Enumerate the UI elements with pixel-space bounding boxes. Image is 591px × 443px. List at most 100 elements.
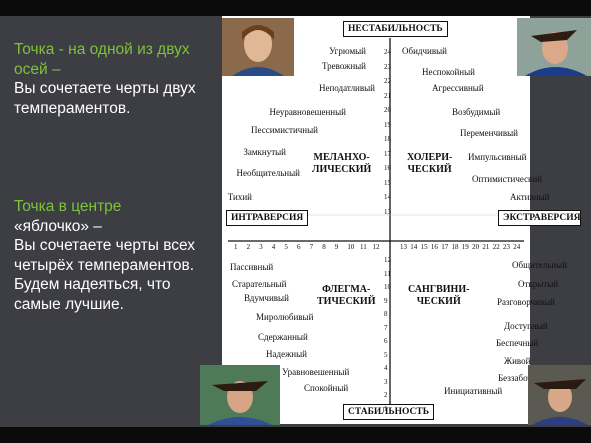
scale-number: 8 <box>322 243 326 251</box>
axis-label-instability: НЕСТАБИЛЬНОСТЬ <box>343 21 448 37</box>
trait: Уравновешенный <box>282 367 350 377</box>
scale-number: 17 <box>384 149 391 158</box>
scale-number: 16 <box>384 164 391 172</box>
scale-number: 15 <box>384 178 391 187</box>
scale-number: 5 <box>284 243 288 251</box>
scale-number: 18 <box>451 243 459 251</box>
scale-number: 6 <box>384 337 388 345</box>
scale-number: 11 <box>384 269 391 278</box>
scale-number: 19 <box>461 243 469 251</box>
trait: Общительный <box>512 260 568 270</box>
trait: Угрюмый <box>329 46 366 56</box>
scale-number: 5 <box>384 350 388 359</box>
axis-label-extraversion: ЭКСТРАВЕРСИЯ <box>498 210 582 226</box>
scale-number: 6 <box>297 243 301 251</box>
portrait-top-left <box>222 18 294 76</box>
quadrant-choleric: ХОЛЕРИ- ЧЕСКИЙ <box>407 152 453 175</box>
trait: Вдумчивый <box>244 293 289 303</box>
top-bar <box>0 0 591 16</box>
trait: Неспокойный <box>422 67 475 77</box>
scale-number: 18 <box>384 135 391 143</box>
scale-number: 14 <box>384 193 391 201</box>
center-point-heading: Точка в центре <box>14 198 122 215</box>
trait: Сдержанный <box>258 332 308 342</box>
scale-number: 7 <box>384 323 388 332</box>
trait: Миролюбивый <box>256 312 314 322</box>
trait: Обидчивый <box>402 46 447 56</box>
center-point-text: Вы сочетаете черты всех четырёх темперам… <box>14 237 196 313</box>
portrait-bottom-left <box>200 365 280 425</box>
scale-number: 21 <box>384 91 391 100</box>
scale-number: 4 <box>384 364 388 372</box>
scale-number: 9 <box>334 243 339 251</box>
trait: Оптимистический <box>472 174 543 184</box>
scale-number: 13 <box>384 207 391 216</box>
trait: Тихий <box>227 192 252 202</box>
trait: Разговорчивый <box>497 297 555 307</box>
scale-number: 21 <box>482 243 490 251</box>
scale-number: 1 <box>384 404 388 413</box>
trait: Возбудимый <box>452 107 501 117</box>
quadrant-phlegmatic: ФЛЕГМА- ТИЧЕСКИЙ <box>317 284 376 307</box>
trait: Активный <box>510 192 550 202</box>
scale-number: 22 <box>492 243 500 251</box>
trait: Неуравновешенный <box>269 107 346 117</box>
scale-number: 10 <box>384 283 391 291</box>
trait: Импульсивный <box>468 152 527 162</box>
trait: Необщительный <box>236 168 300 178</box>
trait: Пассивный <box>230 262 274 272</box>
axis-point-text: Вы сочетаете черты двух темпераментов. <box>14 80 196 117</box>
scale-number: 20 <box>472 243 480 251</box>
paragraph-axis: Точка - на одной из двух осей – Вы сочет… <box>14 40 214 118</box>
scale-number: 23 <box>503 243 510 251</box>
scale-number: 4 <box>271 243 276 251</box>
scale-number: 11 <box>360 243 367 251</box>
axis-label-stability: СТАБИЛЬНОСТЬ <box>343 404 434 420</box>
trait: Беспечный <box>496 338 539 348</box>
scale-number: 8 <box>384 310 388 318</box>
scale-number: 15 <box>420 243 428 251</box>
trait: Надежный <box>266 349 307 359</box>
left-text-block: Точка - на одной из двух осей – Вы сочет… <box>14 40 214 313</box>
temperament-diagram: НЕСТАБИЛЬНОСТЬ СТАБИЛЬНОСТЬ ИНТРАВЕРСИЯ … <box>222 16 582 424</box>
scale-number: 10 <box>347 243 355 251</box>
scale-number: 24 <box>513 243 521 251</box>
scale-number: 12 <box>372 243 380 251</box>
scale-number: 16 <box>430 243 438 251</box>
trait: Замкнутый <box>243 147 286 157</box>
trait: Инициативный <box>444 386 503 396</box>
center-point-quote: «яблочко» – <box>14 217 102 235</box>
scale-number: 23 <box>384 62 391 71</box>
scale-number: 17 <box>441 243 449 251</box>
bottom-bar <box>0 427 591 443</box>
scale-number: 2 <box>246 243 251 251</box>
trait: Старательный <box>232 279 287 289</box>
scale-number: 14 <box>410 243 418 251</box>
axis-point-heading: Точка - на одной из двух осей – <box>14 41 190 78</box>
scale-number: 3 <box>384 377 388 386</box>
trait: Тревожный <box>321 61 366 71</box>
paragraph-center: Точка в центре «яблочко» – Вы сочетаете … <box>14 197 219 314</box>
scale-number: 22 <box>384 77 391 85</box>
quadrant-sanguine: САНГВИНИ- ЧЕСКИЙ <box>408 284 470 307</box>
scale-number: 1 <box>234 243 238 251</box>
portrait-bottom-right <box>528 365 591 425</box>
axis-label-introversion: ИНТРАВЕРСИЯ <box>226 210 309 226</box>
trait: Доступный <box>504 321 548 331</box>
trait: Беззаботный <box>498 373 548 383</box>
scale-number: 24 <box>384 48 391 56</box>
scale-number: 2 <box>384 391 388 399</box>
trait: Агрессивный <box>432 83 484 93</box>
trait: Пессимистичный <box>251 125 318 135</box>
trait: Переменчивый <box>460 128 518 138</box>
trait: Живой <box>504 356 531 366</box>
scale-number: 9 <box>384 296 388 305</box>
scale-number: 13 <box>400 243 407 251</box>
trait: Открытый <box>518 279 559 289</box>
scale-number: 7 <box>309 243 314 251</box>
scale-number: 3 <box>259 243 263 251</box>
scale-number: 19 <box>384 120 391 129</box>
quadrant-melancholic: МЕЛАНХО- ЛИЧЕСКИЙ <box>312 152 372 175</box>
scale-number: 12 <box>384 256 391 264</box>
